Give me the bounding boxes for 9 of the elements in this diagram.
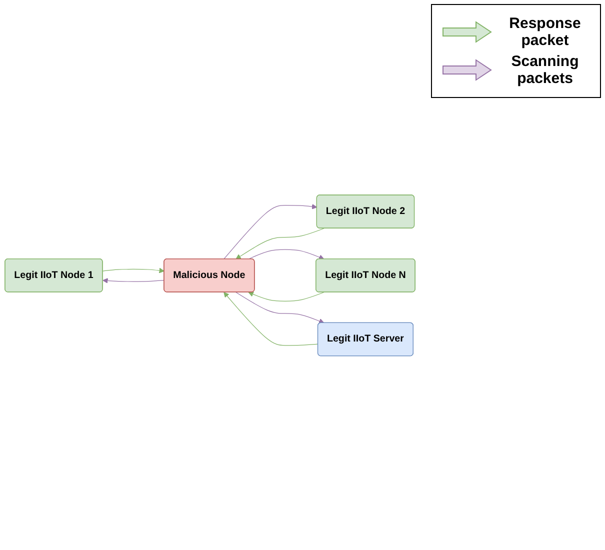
- arrow: [224, 292, 318, 346]
- arrow: [236, 292, 324, 324]
- arrow: [236, 228, 324, 259]
- arrow: [224, 204, 318, 260]
- legend-text: Scanning packets: [510, 53, 580, 87]
- arrow: [248, 291, 324, 302]
- arrow: [102, 278, 165, 284]
- legend-text: Response packet: [508, 15, 582, 49]
- arrow: [102, 267, 164, 273]
